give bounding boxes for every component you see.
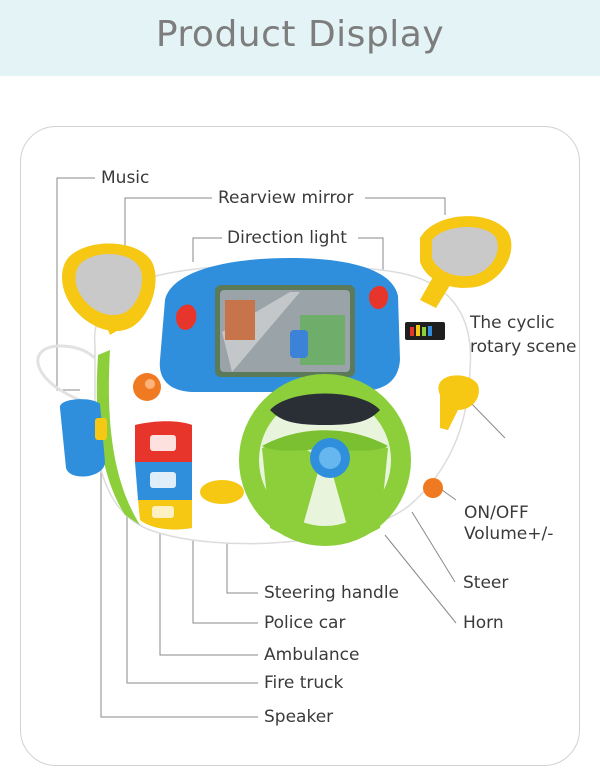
- green-side-trim: [96, 350, 140, 525]
- label-onoff-line1: ON/OFF: [464, 503, 529, 523]
- on-off-knob: [423, 478, 443, 498]
- direction-light-left: [175, 304, 197, 330]
- label-rearview-mirror: Rearview mirror: [218, 188, 354, 208]
- label-horn: Horn: [463, 613, 504, 633]
- dashboard-gauge: [270, 393, 380, 425]
- steering-handle-knob: [200, 480, 244, 504]
- label-direction-light: Direction light: [227, 228, 347, 248]
- label-onoff-line2: Volume+/-: [464, 524, 554, 544]
- label-speaker: Speaker: [264, 707, 334, 727]
- mirror-glass-left: [75, 253, 143, 316]
- speaker-phone: [59, 399, 105, 477]
- label-music: Music: [101, 168, 150, 188]
- label-fire-truck: Fire truck: [264, 673, 344, 693]
- page-title: Product Display: [155, 14, 445, 55]
- mirror-glass-right: [432, 226, 498, 277]
- label-steering-handle: Steering handle: [264, 583, 399, 603]
- label-cyclic-line2: rotary scene: [470, 337, 577, 357]
- label-police-car: Police car: [264, 613, 346, 633]
- gear-lever: [438, 375, 479, 430]
- label-cyclic-line1: The cyclic: [470, 313, 555, 333]
- product-frame: [20, 126, 580, 766]
- direction-light-right: [368, 285, 389, 310]
- label-ambulance: Ambulance: [264, 645, 360, 665]
- header-banner: Product Display: [0, 0, 600, 76]
- label-steer: Steer: [463, 573, 509, 593]
